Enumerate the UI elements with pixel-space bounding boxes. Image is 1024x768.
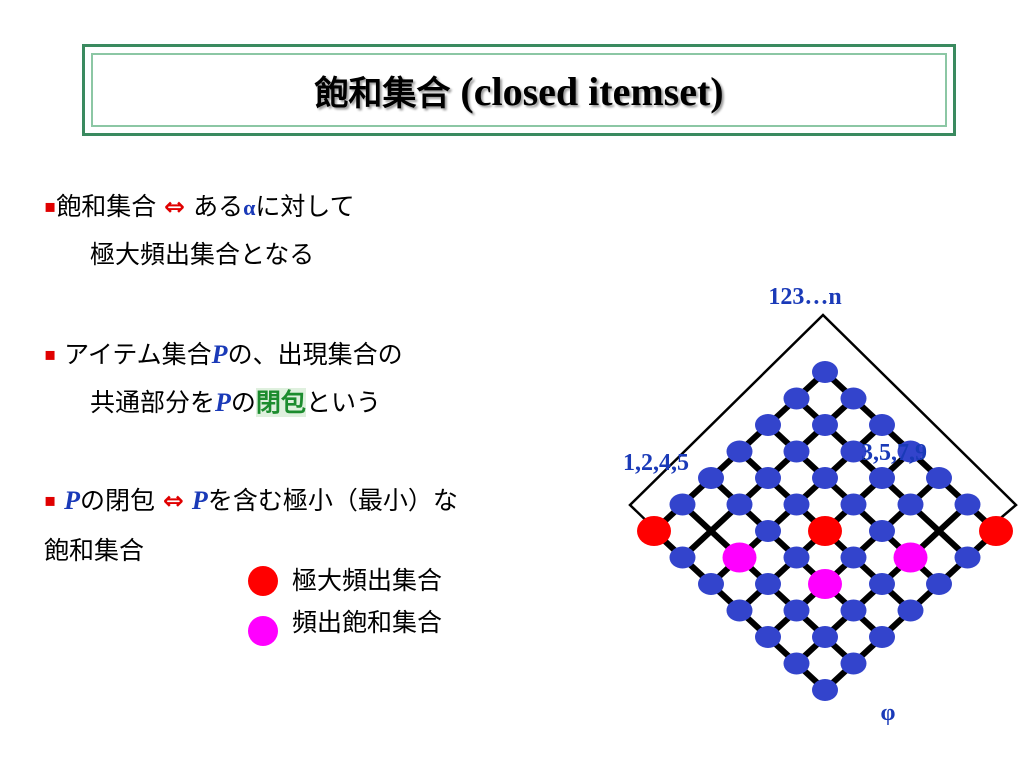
- lattice-node: [840, 387, 867, 410]
- lattice-node: [698, 573, 724, 595]
- lattice-node: [726, 493, 753, 516]
- frequent-closed-node: [893, 542, 928, 573]
- lattice-node: [840, 599, 867, 622]
- title-japanese: 飽和集合: [314, 73, 451, 114]
- legend-label-frequent-closed: 頻出飽和集合: [292, 608, 443, 637]
- text-no: の: [230, 388, 256, 417]
- lattice-node: [698, 467, 724, 489]
- legend-red-dot-icon: [248, 566, 278, 596]
- frequent-closed-node: [808, 569, 842, 599]
- lattice-node: [926, 573, 952, 595]
- label-top-itemset: 123…n: [768, 284, 841, 310]
- lattice-node: [869, 467, 895, 489]
- lattice-node: [669, 546, 696, 569]
- lattice-node: [755, 520, 781, 542]
- label-left-itemset: 1,2,4,5: [623, 450, 689, 476]
- title-english: (closed itemset): [460, 68, 724, 114]
- frequent-closed-node: [722, 542, 757, 573]
- lattice-node: [726, 599, 753, 622]
- lattice-node: [669, 493, 696, 516]
- lattice-node: [812, 414, 838, 436]
- text-aru: ある: [193, 192, 244, 221]
- lattice-node: [783, 387, 810, 410]
- lattice-node: [812, 679, 838, 701]
- slide-title: 飽和集合 (closed itemset): [314, 66, 723, 115]
- lattice-node: [726, 440, 753, 463]
- lattice-node: [869, 573, 895, 595]
- bullet-marker: ▪: [44, 196, 57, 217]
- bullet-marker: ▪: [44, 344, 57, 365]
- lattice-node: [783, 493, 810, 516]
- lattice-node: [755, 573, 781, 595]
- lattice-node: [869, 414, 895, 436]
- lattice-node: [812, 361, 838, 383]
- iff-arrow-icon: ⇔: [163, 486, 184, 515]
- p-variable: P: [211, 340, 228, 369]
- bullet-2-line-1: ▪ アイテム集合Pの、出現集合の: [44, 342, 403, 368]
- title-box: 飽和集合 (closed itemset): [82, 44, 956, 136]
- maximal-frequent-node: [637, 516, 671, 546]
- lattice-node: [783, 440, 810, 463]
- lattice-node: [840, 493, 867, 516]
- lattice-node: [840, 440, 867, 463]
- text-itemset: アイテム集合: [64, 340, 212, 369]
- lattice-node: [954, 493, 981, 516]
- text-intersection: 共通部分を: [90, 388, 216, 417]
- bullet-3-line-1: ▪ Pの閉包 ⇔ Pを含む極小（最小）な: [44, 488, 458, 514]
- lattice-node: [869, 520, 895, 542]
- lattice-node: [755, 414, 781, 436]
- lattice-node: [812, 467, 838, 489]
- text-ni-taishite: に対して: [255, 192, 355, 221]
- p-variable: P: [215, 388, 231, 417]
- text-toiu: という: [305, 388, 381, 417]
- lattice-outline: [628, 313, 1018, 534]
- text-closed-set: 飽和集合: [56, 192, 157, 221]
- lattice-node: [897, 440, 924, 463]
- maximal-frequent-node: [808, 516, 842, 546]
- lattice-node: [783, 599, 810, 622]
- title-inner-frame: 飽和集合 (closed itemset): [91, 53, 947, 127]
- bullet-1-line-1: ▪飽和集合 ⇔ あるαに対して: [44, 194, 355, 219]
- lattice-node: [954, 546, 981, 569]
- p-variable: P: [64, 486, 81, 515]
- label-empty-set: φ: [881, 700, 896, 726]
- legend-label-maximal: 極大頻出集合: [292, 566, 443, 595]
- lattice-node: [755, 626, 781, 648]
- lattice-node: [897, 493, 924, 516]
- text-minimal-containing: を含む極小（最小）な: [207, 486, 458, 515]
- lattice-node: [840, 652, 867, 675]
- bullet-marker: ▪: [44, 490, 57, 511]
- lattice-node: [897, 599, 924, 622]
- alpha-symbol: α: [243, 195, 256, 220]
- text-occurrence: の、出現集合の: [227, 340, 403, 369]
- lattice-node: [869, 626, 895, 648]
- bullet-2-line-2: 共通部分をPの閉包という: [90, 388, 381, 417]
- lattice-node: [840, 546, 867, 569]
- label-right-itemset: 3,5,7,9: [861, 440, 927, 466]
- lattice-node: [755, 467, 781, 489]
- text-closure-of: の閉包: [80, 486, 156, 515]
- bullet-3-line-2: 飽和集合: [44, 536, 145, 565]
- lattice-node: [783, 652, 810, 675]
- lattice-node: [812, 626, 838, 648]
- lattice-node: [926, 467, 952, 489]
- maximal-frequent-node: [979, 516, 1013, 546]
- iff-arrow-icon: ⇔: [164, 192, 186, 221]
- legend-magenta-dot-icon: [248, 616, 278, 646]
- p-variable: P: [191, 486, 208, 515]
- closure-term: 閉包: [255, 388, 306, 417]
- lattice-node: [783, 546, 810, 569]
- bullet-1-line-2: 極大頻出集合となる: [90, 240, 315, 269]
